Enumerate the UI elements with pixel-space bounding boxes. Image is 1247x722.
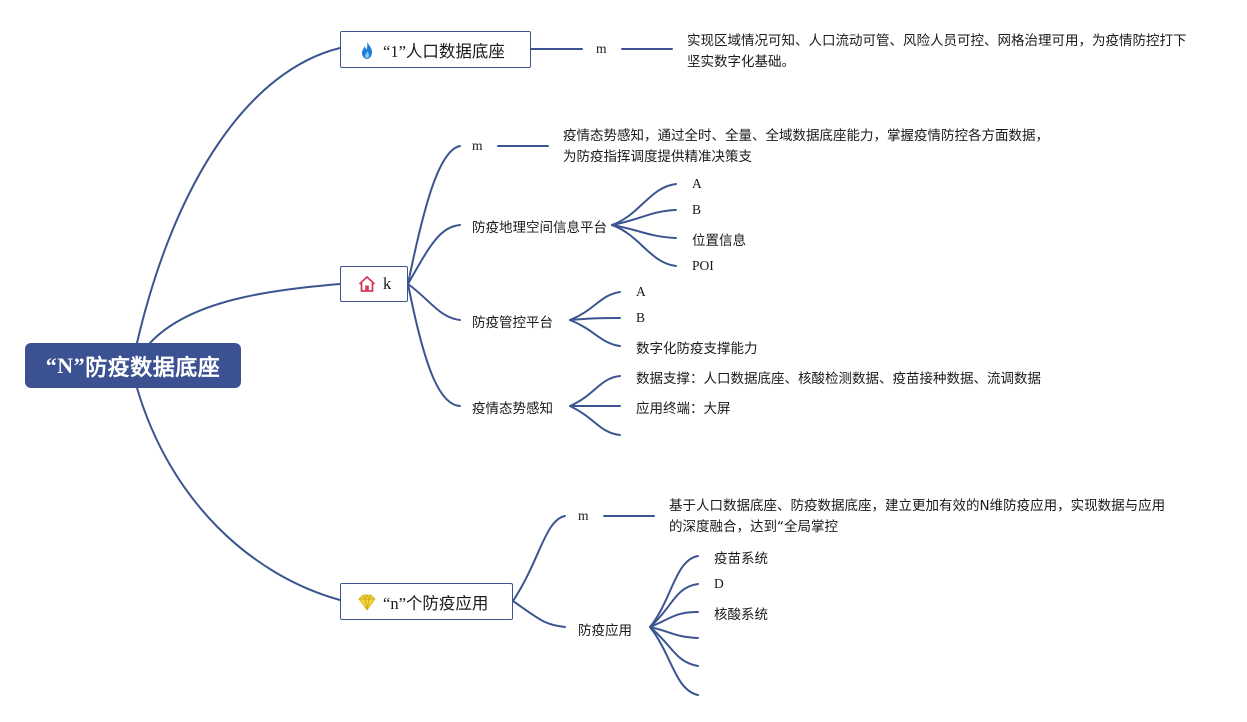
connector-ctrl-a (569, 291, 621, 321)
situ-leaf-terminal[interactable]: 应用终端：大屏 (636, 401, 731, 417)
connector-b3-app (512, 600, 566, 628)
connector-b3-m (512, 515, 566, 602)
topic-epidemic-app[interactable]: 防疫应用 (578, 623, 632, 639)
connector-geo-a (611, 183, 677, 226)
connector-b2-geo (407, 224, 461, 285)
fire-icon (362, 40, 372, 59)
home-icon (358, 276, 376, 292)
b2-m-label[interactable]: m (472, 138, 483, 153)
b2-m-note: 疫情态势感知，通过全时、全量、全域数据底座能力，掌握疫情防控各方面数据，为防疫指… (563, 128, 1049, 165)
connector-app-e3 (649, 626, 699, 696)
topic-geo-platform[interactable]: 防疫地理空间信息平台 (472, 220, 607, 236)
branch-population-base[interactable]: “1”人口数据底座 (340, 31, 531, 68)
connector-root-b3 (136, 387, 341, 601)
app-leaf-d[interactable]: D (714, 576, 724, 591)
topic-control-platform[interactable]: 防疫管控平台 (472, 315, 553, 331)
root-topic-label: 防疫数据底座 (85, 355, 221, 381)
b1-m-note: 实现区域情况可知、人口流动可管、风险人员可控、网格治理可用，为疫情防控打下坚实数… (687, 33, 1187, 70)
connector-situ-empty (569, 405, 621, 436)
connector-b2-situ (407, 283, 461, 407)
root-topic[interactable]: “N”防疫数据底座 (25, 343, 241, 388)
app-leaf-nucleic[interactable]: 核酸系统 (714, 607, 768, 623)
connector-ctrl-cap (569, 319, 621, 347)
connector-geo-pos (611, 224, 677, 239)
connector-geo-poi (611, 224, 677, 267)
geo-leaf-poi[interactable]: POI (692, 258, 714, 273)
connector-b2-m (407, 145, 461, 285)
geo-leaf-location[interactable]: 位置信息 (692, 233, 746, 249)
branch-epidemic-apps[interactable]: “n”个防疫应用 (340, 583, 513, 620)
b3-m-note: 基于人口数据底座、防疫数据底座，建立更加有效的N维防疫应用，实现数据与应用的深度… (669, 498, 1166, 535)
connector-app-nucleic (649, 611, 699, 628)
ctrl-leaf-b[interactable]: B (636, 310, 646, 325)
b3-m-label[interactable]: m (578, 508, 589, 523)
ctrl-leaf-capability[interactable]: 数字化防疫支撑能力 (636, 341, 758, 357)
b1-m-label[interactable]: m (596, 41, 607, 56)
topic-situation-awareness[interactable]: 疫情态势感知 (472, 401, 553, 417)
root-topic-label-q: “N” (45, 352, 86, 378)
branch-population-base-label: “1”人口数据底座 (383, 41, 505, 61)
connector-app-d (649, 583, 699, 628)
branch-k[interactable]: k (340, 266, 408, 302)
connector-geo-b (611, 209, 677, 226)
connector-root-b1 (136, 47, 341, 344)
connector-app-vaccine (649, 555, 699, 628)
branch-k-label: k (383, 274, 392, 293)
connector-app-e1 (649, 626, 699, 639)
ctrl-leaf-a[interactable]: A (636, 284, 646, 299)
situ-leaf-data[interactable]: 数据支撑：人口数据底座、核酸检测数据、疫苗接种数据、流调数据 (636, 371, 1041, 387)
app-leaf-vaccine[interactable]: 疫苗系统 (714, 551, 768, 567)
connector-root-b2 (149, 283, 341, 344)
connector-situ-data (569, 375, 621, 407)
geo-leaf-b[interactable]: B (692, 202, 702, 217)
connector-ctrl-b (569, 317, 621, 321)
connector-app-e2 (649, 626, 699, 667)
diamond-icon (358, 593, 376, 611)
geo-leaf-a[interactable]: A (692, 176, 702, 191)
connector-b2-ctrl (407, 283, 461, 321)
branch-epidemic-apps-label: “n”个防疫应用 (383, 593, 489, 613)
